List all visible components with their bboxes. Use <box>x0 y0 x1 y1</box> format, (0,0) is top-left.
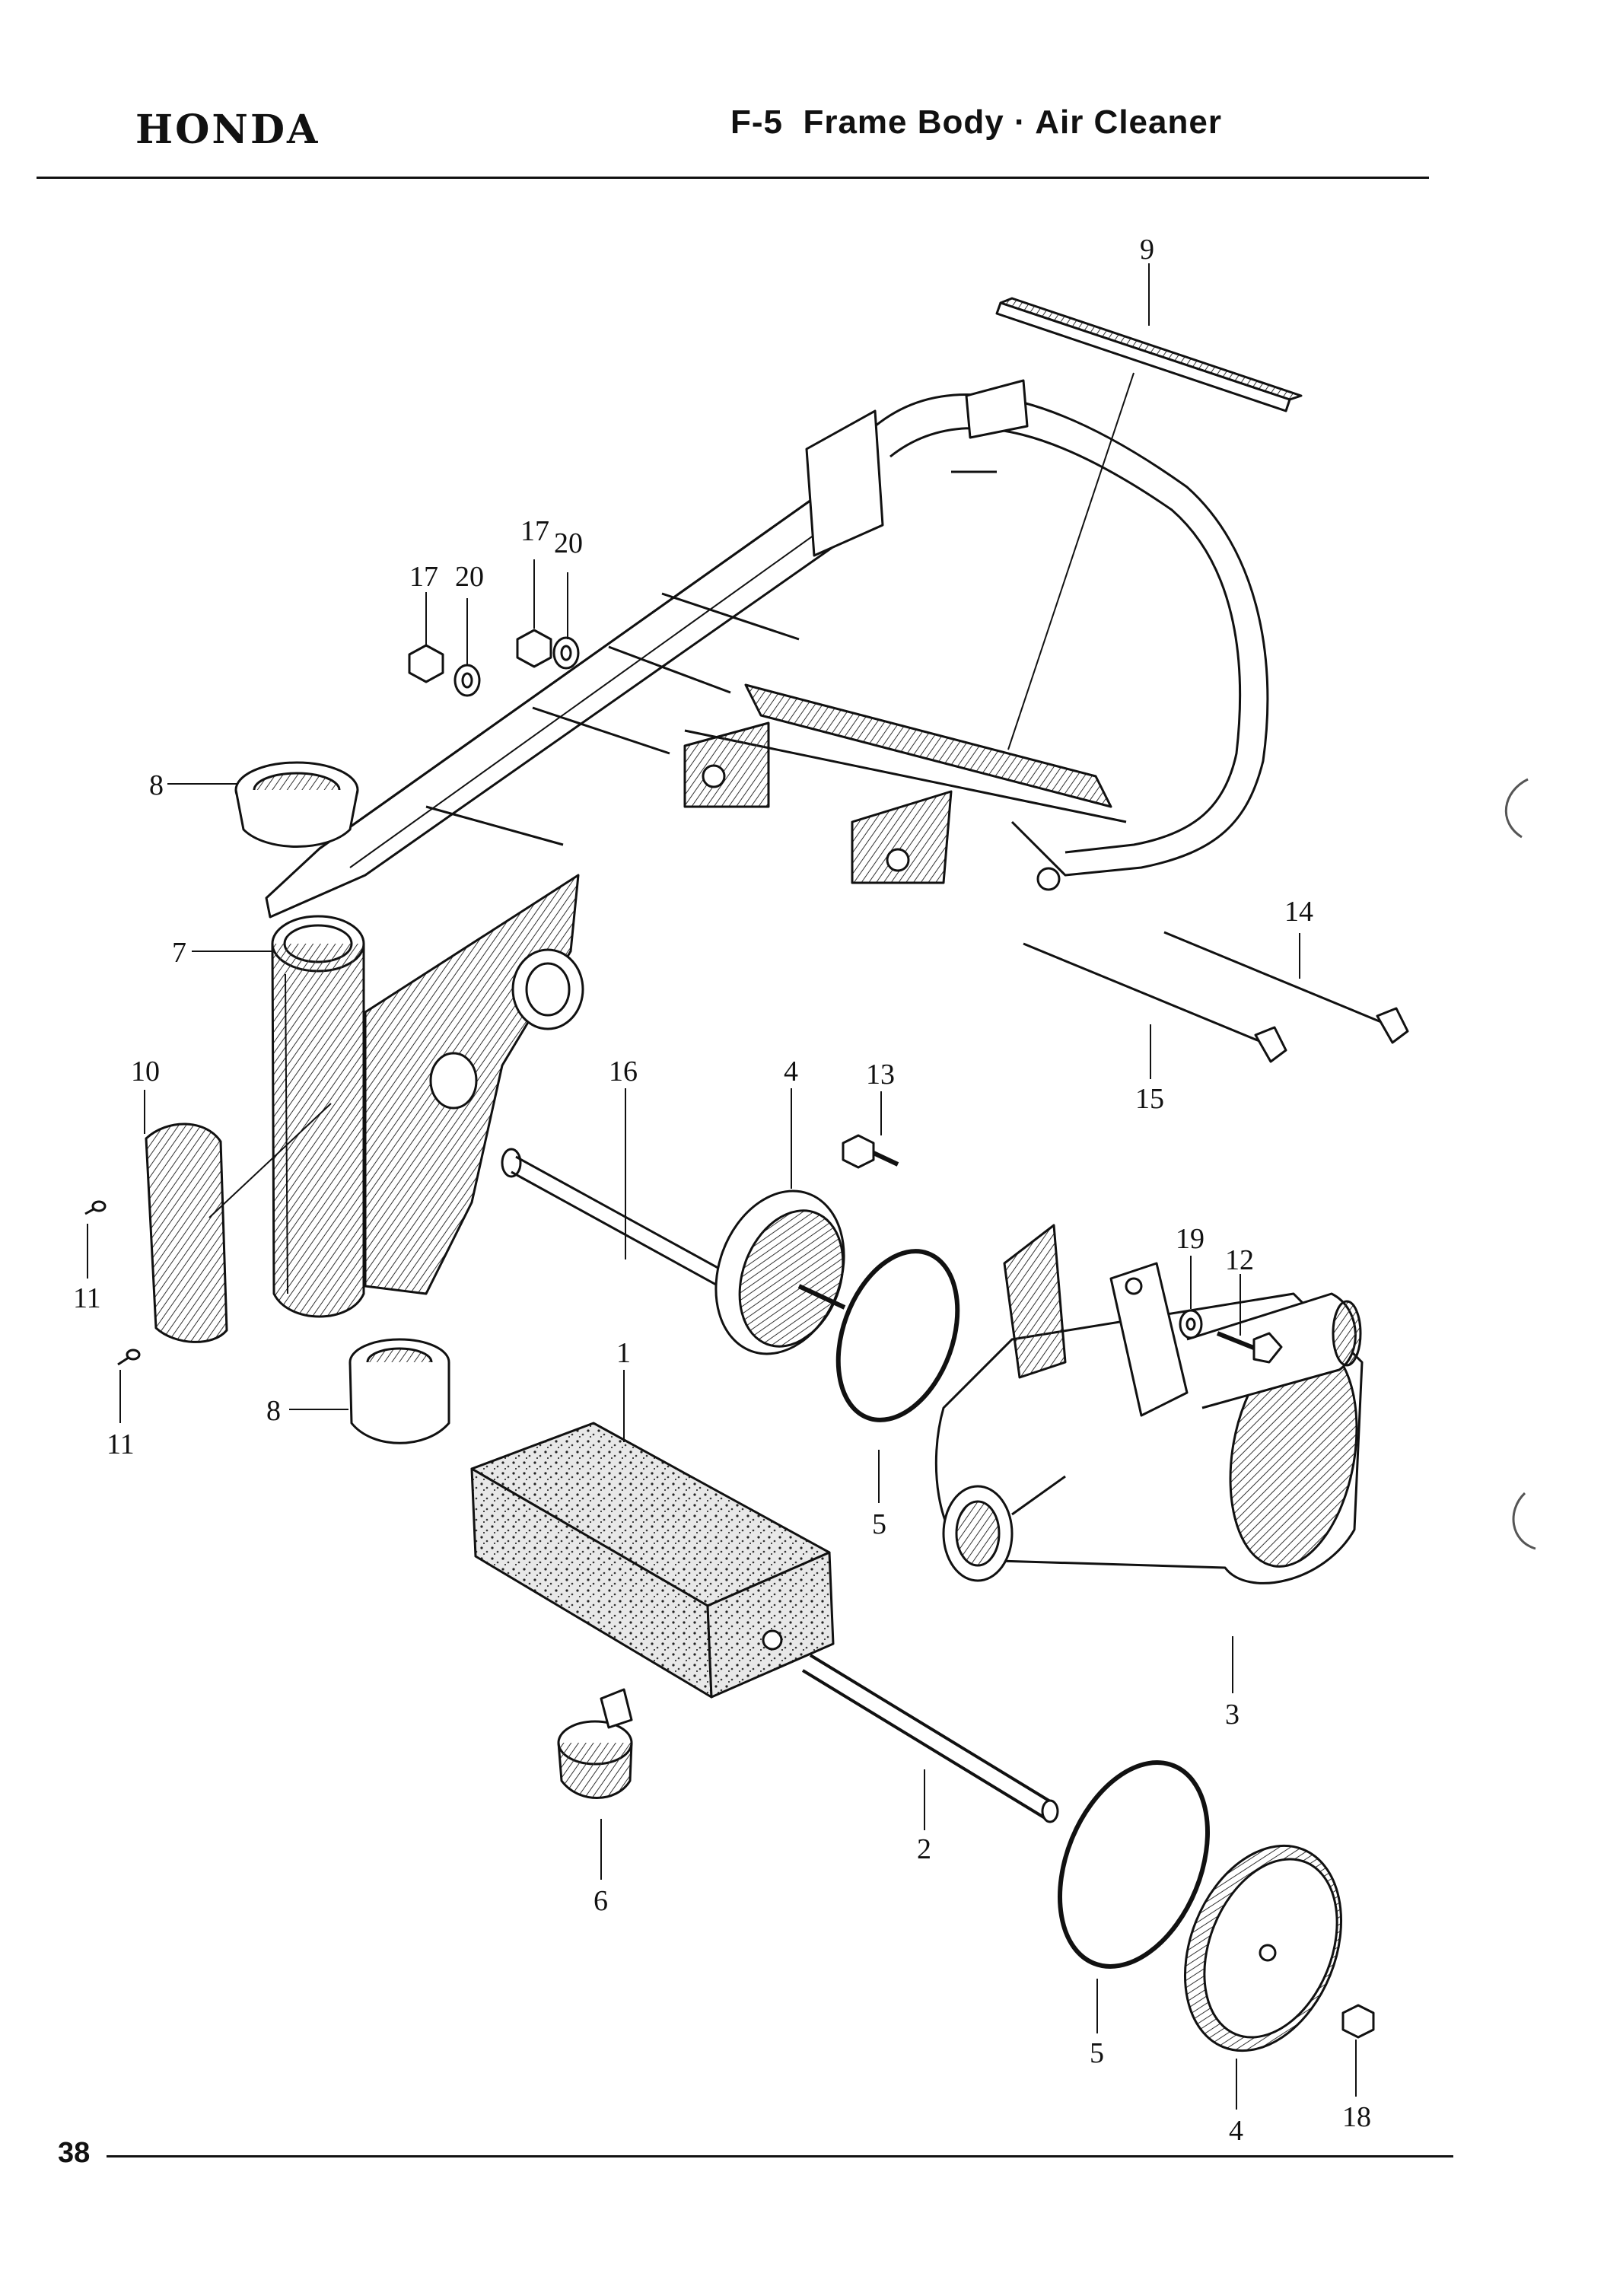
part-6-clamp <box>557 1688 633 1799</box>
part-4-cap-upper <box>714 1189 846 1355</box>
header-divider <box>37 177 1429 179</box>
callout-4: 4 <box>784 1056 798 1087</box>
callout-1: 1 <box>616 1337 631 1369</box>
part-8-lower-race <box>348 1338 450 1444</box>
callout-4: 4 <box>1229 2115 1243 2147</box>
callout-12: 12 <box>1225 1244 1254 1276</box>
part-8-upper-race <box>234 761 359 848</box>
callout-3: 3 <box>1225 1699 1240 1731</box>
callout-7: 7 <box>172 937 186 969</box>
callout-17: 17 <box>409 561 438 593</box>
leader-lines <box>87 263 1357 2110</box>
callout-8: 8 <box>266 1395 281 1427</box>
callout-13: 13 <box>866 1059 895 1091</box>
callout-15: 15 <box>1135 1083 1164 1115</box>
callout-11: 11 <box>107 1428 135 1460</box>
callout-5: 5 <box>1090 2037 1104 2069</box>
callout-10: 10 <box>131 1056 160 1087</box>
callout-8: 8 <box>149 769 164 801</box>
page-title: F-5 Frame Body · Air Cleaner <box>730 103 1222 141</box>
part-10-shield <box>145 1123 228 1343</box>
callout-20: 20 <box>455 561 484 593</box>
callout-18: 18 <box>1342 2101 1371 2133</box>
part-7-frame-body <box>265 379 1269 1318</box>
part-19-12-washer-bolt <box>1179 1309 1283 1364</box>
callout-17: 17 <box>520 515 549 547</box>
callout-5: 5 <box>872 1508 886 1540</box>
punch-hole-marks <box>1504 778 1536 1550</box>
brand-logo: HONDA <box>135 107 320 153</box>
footer-divider <box>107 2155 1453 2157</box>
part-14-15-bolts <box>1023 931 1409 1063</box>
callout-9: 9 <box>1140 234 1154 266</box>
part-9-rubber-pad <box>995 297 1303 412</box>
callout-19: 19 <box>1176 1223 1205 1255</box>
callout-16: 16 <box>609 1056 638 1087</box>
callout-11: 11 <box>73 1282 101 1314</box>
part-18-nut <box>1341 2004 1375 2039</box>
part-1-filter-element <box>470 1422 835 1699</box>
part-13-bolt <box>842 1134 899 1169</box>
callout-6: 6 <box>594 1885 608 1917</box>
part-4-cap-lower <box>1183 1844 1343 2052</box>
part-5-ring-upper <box>835 1249 960 1422</box>
callout-14: 14 <box>1284 896 1313 928</box>
page-number: 38 <box>58 2137 91 2169</box>
callout-20: 20 <box>554 527 583 559</box>
part-5-ring-lower <box>1058 1760 1210 1969</box>
callout-2: 2 <box>917 1833 931 1865</box>
part-11-screws <box>84 1200 141 1366</box>
part-2-tube <box>801 1654 1059 1823</box>
part-3-air-cleaner-case <box>934 1224 1364 1584</box>
